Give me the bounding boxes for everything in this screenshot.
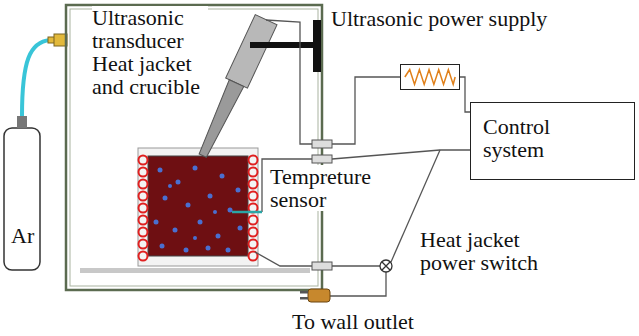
part-label: Ultrasonic transducer [92, 6, 208, 52]
melt-particles-part [206, 246, 211, 251]
heating-coils-part [249, 228, 258, 237]
melt-particles-part [158, 168, 163, 173]
heating-coils-part [139, 252, 148, 261]
heating-coils-part [139, 168, 148, 177]
melt-particles-part [184, 248, 189, 253]
gas-fitting [48, 34, 67, 46]
argon-cylinder-part [17, 116, 27, 128]
heating-coils-part [139, 228, 148, 237]
melt-particles [154, 166, 243, 253]
enclosure [66, 5, 322, 290]
argon-cylinder [4, 116, 40, 270]
melt-particles-part [213, 210, 217, 214]
melt-particles-part [186, 203, 191, 208]
heating-coils-part [249, 216, 258, 225]
heating-coils-part [139, 240, 148, 249]
heating-coils-part [139, 192, 148, 201]
melt-particles-part [176, 180, 181, 185]
transducer-bracket-part [250, 42, 318, 48]
heating-coils-part [249, 156, 258, 165]
transducer-bracket [250, 20, 321, 72]
melt-particles-part [226, 248, 231, 253]
wall-plug-part [300, 291, 308, 294]
heating-coils-part [249, 192, 258, 201]
argon-cylinder-part [4, 128, 40, 270]
wall-connectors-part [312, 155, 332, 163]
wall-plug [300, 289, 330, 302]
wiring-part [330, 272, 386, 296]
heating-coils-part [139, 216, 148, 225]
power-switch-symbol-part [380, 260, 392, 272]
heating-coils-part [249, 240, 258, 249]
melt-particles-part [154, 220, 159, 225]
power-supply-box: Ultrasonic power supply [400, 64, 460, 90]
wall-plug-part [300, 297, 308, 300]
temperature-probe [232, 211, 262, 214]
heating-coils-part [139, 204, 148, 213]
heating-coils-part [139, 156, 148, 165]
melt-particles-part [173, 228, 178, 233]
wall-connectors-part [312, 262, 332, 270]
transducer-bracket-part [313, 20, 321, 72]
sine-wave-symbol [401, 65, 459, 89]
melt-particles-part [168, 184, 172, 188]
part-label: Heat jacket power switch [420, 228, 556, 274]
melt-particles-part [193, 236, 197, 240]
gas-hose [22, 40, 50, 116]
heating-coils-part [139, 180, 148, 189]
gas-label: Ar [11, 224, 34, 247]
power-switch-symbol [380, 260, 392, 272]
melt-particles-part [193, 166, 198, 171]
wire-connector [460, 77, 470, 112]
melt-particles-part [220, 174, 225, 179]
heat-jacket-crucible [138, 148, 258, 266]
heat-jacket-crucible-part [138, 148, 258, 266]
enclosure-part [80, 268, 310, 273]
melt-particles-part [216, 234, 221, 239]
melt-particles-part [238, 226, 243, 231]
wall-connectors-part [312, 140, 332, 148]
wiring-part [332, 77, 400, 144]
part-label: To wall outlet [292, 310, 414, 333]
melt-particles-part [198, 220, 203, 225]
wiring-part [266, 20, 312, 144]
melt-particles-part [228, 208, 233, 213]
enclosure-part [66, 5, 322, 290]
part-label: Heat jacket and crucible [92, 52, 208, 98]
control-system-box: Control system [470, 102, 635, 180]
sine-wave [405, 70, 455, 85]
ultrasonic-transducer-part [226, 15, 277, 89]
wiring-part [332, 265, 380, 266]
melt-particles-part [163, 196, 168, 201]
box-heading: Ultrasonic power supply [331, 7, 547, 30]
wiring-part [332, 150, 470, 159]
part-label: Tempreture sensor [270, 165, 385, 211]
melt-particles-part [236, 188, 241, 193]
heating-coils [139, 156, 258, 261]
heat-jacket-crucible-part [148, 156, 248, 256]
melt-particles-part [208, 194, 213, 199]
box-text: Control system [471, 103, 585, 173]
heating-coils-part [249, 168, 258, 177]
wiring-part [255, 252, 312, 266]
wall-plug-part [308, 289, 330, 302]
melt-particles-part [160, 244, 165, 249]
heating-coils-part [249, 180, 258, 189]
power-switch-symbol-part [382, 262, 390, 270]
